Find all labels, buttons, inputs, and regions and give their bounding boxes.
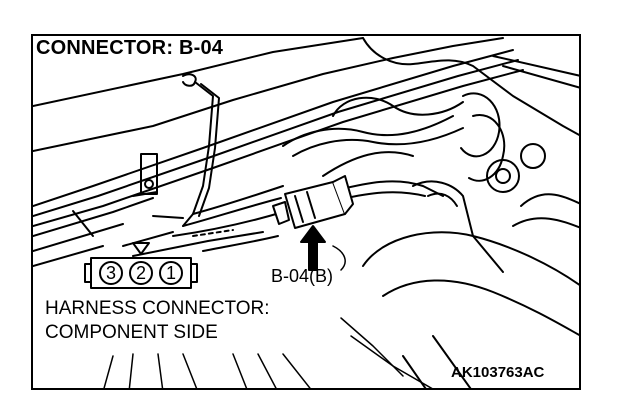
connector-pin-1: 1 [159,261,183,285]
harness-caption-line1: HARNESS CONNECTOR: [45,298,270,319]
harness-caption-line2: COMPONENT SIDE [45,322,218,343]
connector-pin-3: 3 [99,261,123,285]
connector-pin-2: 2 [129,261,153,285]
diagram-frame: CONNECTOR: B-04 3 2 1 B-04(B) HARNESS CO… [31,34,581,390]
figure-id: AK103763AC [451,364,545,381]
engine-bay-illustration [33,37,579,388]
connector-label: B-04(B) [271,266,334,286]
diagram-title: CONNECTOR: B-04 [36,37,224,59]
